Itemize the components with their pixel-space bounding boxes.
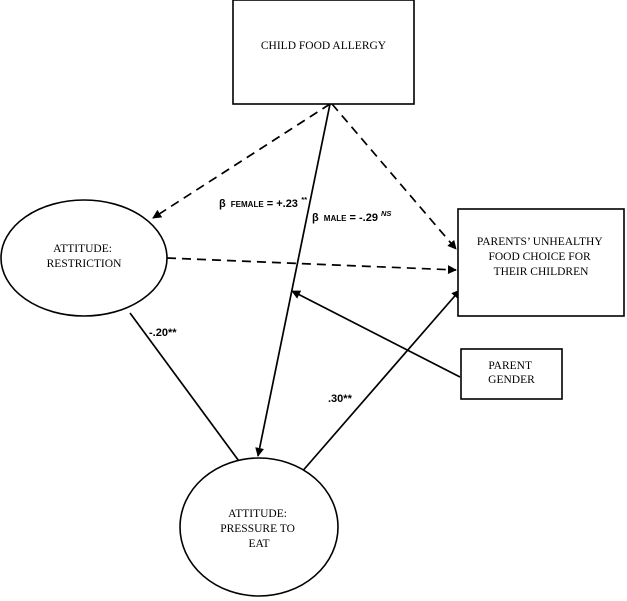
node-label-line: ATTITUDE: [228,508,287,520]
edge-gender-moderation [291,290,461,378]
node-label-line: EAT [248,538,269,550]
svg-text:ATTITUDE: PRESSURE TO: ATTITUDE: PRESSURE TO EAT [220,508,298,550]
label-restriction-to-pressure: -.20** [149,327,177,339]
edge-allergy-to-unhealthy [331,103,457,250]
node-label-line: THEIR CHILDREN [494,266,590,278]
node-attitude-pressure-to-eat: ATTITUDE: PRESSURE TO EAT [179,457,339,597]
node-label-line: CHILD FOOD ALLERGY [261,40,387,52]
node-label-line: FOOD CHOICE FOR [488,251,591,263]
svg-text:PARENT GENDER: PARENT GENDER [488,360,535,386]
node-attitude-restriction: ATTITUDE: RESTRICTION [0,199,168,317]
label-beta-female: β FEMALE = +.23 ** [219,195,308,210]
svg-text:CHILD FOOD ALLERGY: CHILD FOOD ALLERGY [261,40,387,52]
edge-restriction-to-unhealthy [166,257,457,275]
edge-allergy-to-restriction [152,103,331,219]
node-label-line: GENDER [488,374,535,386]
node-label-line: PARENTS’ UNHEALTHY [477,236,603,248]
node-label-line: PRESSURE TO [220,523,295,535]
node-label-line: RESTRICTION [47,258,122,270]
node-label-line: PARENT [488,360,532,372]
edge-pressure-to-unhealthy [299,289,461,475]
label-pressure-to-unhealthy: .30** [328,393,353,405]
svg-text:PARENTS’ UNHEALTHY FOOD: PARENTS’ UNHEALTHY FOOD CHOICE FOR THEIR… [477,236,605,278]
edge-restriction-to-pressure [129,312,248,473]
node-parents-unhealthy-food-choice: PARENTS’ UNHEALTHY FOOD CHOICE FOR THEIR… [457,208,625,317]
svg-text:ATTITUDE: RESTRICTION: ATTITUDE: RESTRICTION [47,243,122,270]
edge-allergy-to-pressure [255,103,331,457]
node-label-line: ATTITUDE: [53,243,112,255]
node-child-food-allergy: CHILD FOOD ALLERGY [232,0,415,105]
label-beta-male: β MALE = -.29 NS [312,209,391,224]
node-parent-gender: PARENT GENDER [460,348,563,400]
